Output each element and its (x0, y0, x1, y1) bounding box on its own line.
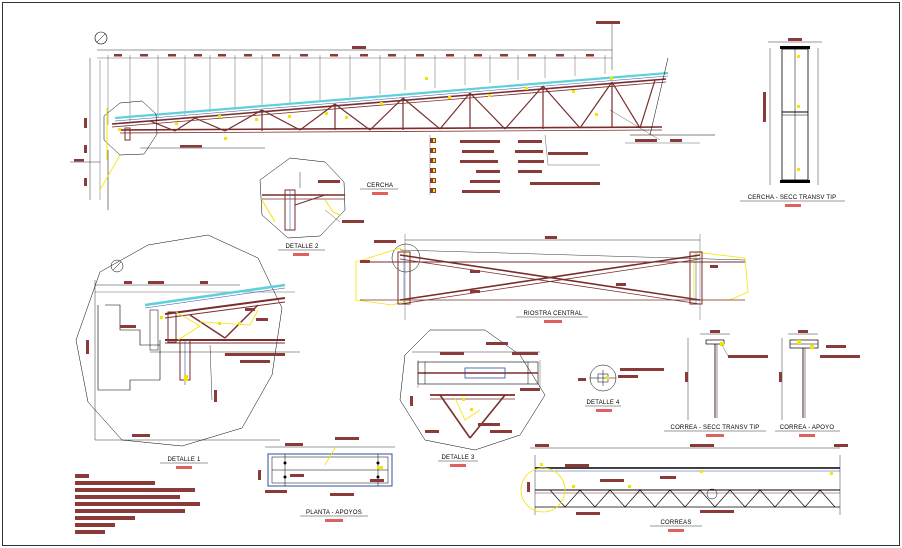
detalle-3-title: DETALLE 3 (441, 455, 474, 461)
cercha-section: CERCHA - SECC TRANSV TIP (740, 38, 845, 207)
cercha-notes (430, 138, 600, 193)
correa-apoyo-title: CORREA - APOYO (780, 425, 835, 431)
general-notes (75, 474, 200, 534)
riostra-central: RIOSTRA CENTRAL (355, 234, 749, 323)
cercha-section-title: CERCHA - SECC TRANSV TIP (748, 195, 837, 201)
cercha-title: CERCHA (367, 183, 394, 189)
grid-bubble-icon (110, 259, 124, 273)
correa-section: CORREA - SECC TRANSV TIP (664, 330, 768, 437)
correa-section-title: CORREA - SECC TRANSV TIP (671, 425, 760, 431)
detalle-2-title: DETALLE 2 (285, 244, 318, 250)
grid-bubble-icon (94, 31, 108, 45)
planta-apoyos: PLANTA - APOYOS (258, 437, 395, 522)
detalle-1: DETALLE 1 (75, 234, 300, 469)
detalle-4: DETALLE 4 (578, 364, 664, 412)
correas-elevation: CORREAS (520, 444, 848, 532)
cercha-elevation (70, 21, 715, 210)
detalle-1-title: DETALLE 1 (167, 457, 200, 463)
planta-apoyos-title: PLANTA - APOYOS (306, 510, 362, 516)
correa-apoyo: CORREA - APOYO (775, 330, 860, 437)
detalle-4-title: DETALLE 4 (586, 400, 619, 406)
detalle-3: DETALLE 3 (399, 329, 546, 467)
riostra-title: RIOSTRA CENTRAL (523, 311, 582, 317)
detalle-2: DETALLE 2 CERCHA (259, 157, 398, 256)
correas-title: CORREAS (660, 520, 691, 526)
